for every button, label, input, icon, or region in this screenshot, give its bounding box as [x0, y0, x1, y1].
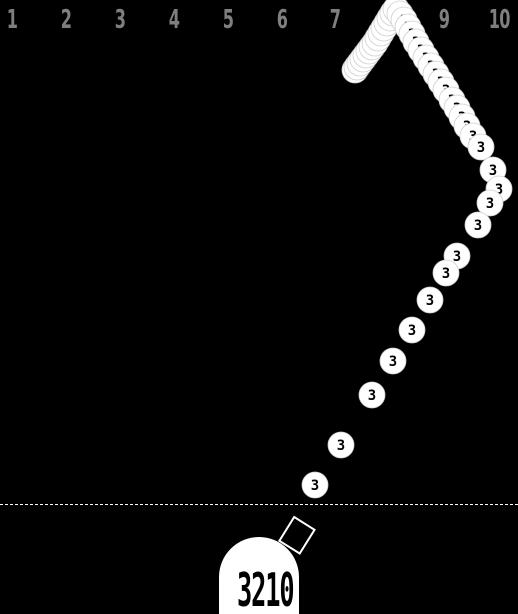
ball-circle [476, 189, 504, 217]
ball-label: 3 [442, 266, 450, 282]
ball: 3 [467, 133, 495, 161]
ball: 3 [464, 211, 492, 239]
ball-label: 3 [486, 196, 494, 212]
ball-circle [301, 471, 329, 499]
column-label-7: 7 [329, 5, 341, 35]
ball: 3 [432, 259, 460, 287]
ball: 3 [327, 431, 355, 459]
ball-label: 3 [389, 354, 397, 370]
ball: 3 [379, 347, 407, 375]
column-label-10: 10 [488, 5, 511, 35]
ball: 3 [301, 471, 329, 499]
ball-label: 3 [489, 163, 497, 179]
launch-line [0, 504, 518, 505]
ball-circle [358, 381, 386, 409]
ball: 3 [416, 286, 444, 314]
ball-label: 3 [311, 478, 319, 494]
ball-circle [464, 211, 492, 239]
ball-circle [327, 431, 355, 459]
ball-label: 3 [337, 438, 345, 454]
ball-circle [467, 133, 495, 161]
column-label-9: 9 [438, 5, 450, 35]
column-label-4: 4 [168, 5, 180, 35]
ball: 3 [358, 381, 386, 409]
ball-circle [432, 259, 460, 287]
ball-circle [416, 286, 444, 314]
ball: 3 [476, 189, 504, 217]
column-label-3: 3 [114, 5, 126, 35]
column-label-2: 2 [60, 5, 72, 35]
ball-label: 3 [477, 140, 485, 156]
ball: 3 [398, 316, 426, 344]
column-label-6: 6 [276, 5, 288, 35]
cannon[interactable]: 3210 [219, 537, 299, 614]
ball-label: 3 [474, 218, 482, 234]
column-label-5: 5 [222, 5, 234, 35]
ball-circle [379, 347, 407, 375]
ball-count: 3210 [237, 563, 295, 614]
ball-label: 3 [368, 388, 376, 404]
ball-circle [398, 316, 426, 344]
ball-label: 3 [426, 293, 434, 309]
column-label-1: 1 [6, 5, 18, 35]
ball-label: 3 [495, 182, 503, 198]
ball-label: 3 [408, 323, 416, 339]
ball-label: 3 [453, 249, 461, 265]
